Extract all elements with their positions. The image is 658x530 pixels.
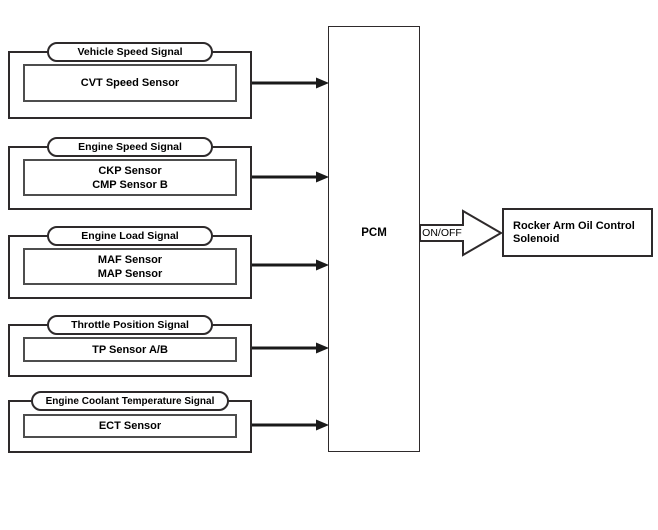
solenoid-box: Rocker Arm Oil Control Solenoid xyxy=(502,208,653,257)
signal-label-engine-load: Engine Load Signal xyxy=(47,226,213,246)
input-arrow-coolant-temp xyxy=(252,419,329,431)
signal-label-coolant-temp: Engine Coolant Temperature Signal xyxy=(31,391,229,411)
input-arrow-engine-speed xyxy=(252,171,329,183)
signal-label-engine-speed: Engine Speed Signal xyxy=(47,137,213,157)
sensor-box-ect: ECT Sensor xyxy=(23,414,237,438)
sensor-box-maf-map: MAF Sensor MAP Sensor xyxy=(23,248,237,285)
solenoid-label: Rocker Arm Oil Control Solenoid xyxy=(513,220,635,245)
pcm-label: PCM xyxy=(361,227,387,239)
sensor-box-tp: TP Sensor A/B xyxy=(23,337,237,362)
signal-label-throttle-position: Throttle Position Signal xyxy=(47,315,213,335)
sensor-box-ckp-cmp: CKP Sensor CMP Sensor B xyxy=(23,159,237,196)
input-arrow-vehicle-speed xyxy=(252,77,329,89)
pcm-box: PCM xyxy=(328,26,420,452)
onoff-label: ON/OFF xyxy=(422,227,462,239)
sensor-box-cvt-speed: CVT Speed Sensor xyxy=(23,64,237,102)
input-arrow-throttle-position xyxy=(252,342,329,354)
signal-label-vehicle-speed: Vehicle Speed Signal xyxy=(47,42,213,62)
input-arrow-engine-load xyxy=(252,259,329,271)
